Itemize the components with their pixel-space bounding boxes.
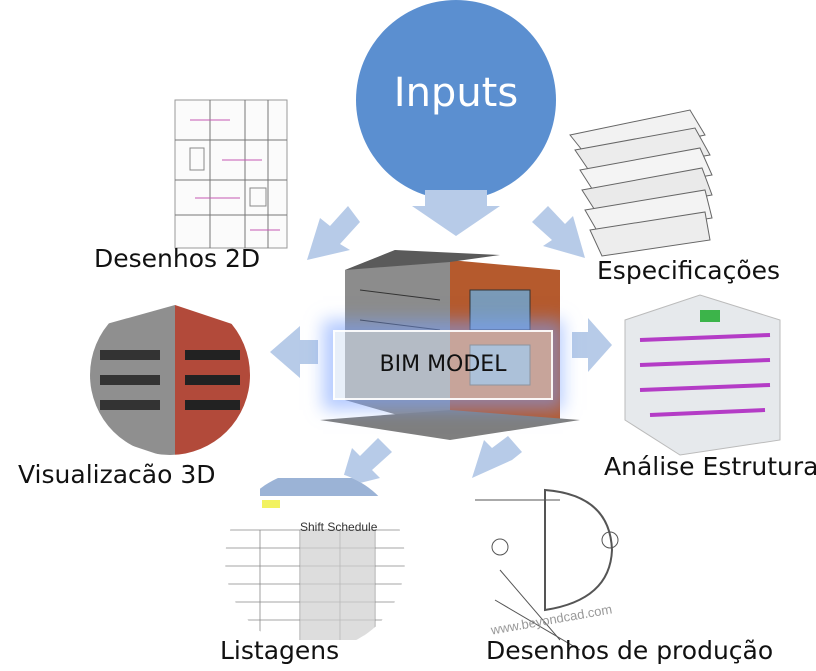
bim-model-label: BIM MODEL (379, 352, 507, 377)
arrow-to-desenhos-2d (307, 206, 360, 260)
arrow-to-analise (572, 318, 612, 372)
schedule-title: Shift Schedule (300, 520, 378, 534)
production-drawing (475, 488, 619, 651)
arrow-to-desenhos-producao (472, 436, 522, 478)
label-listagens: Listagens (220, 636, 340, 665)
arrow-to-especificacoes (532, 206, 585, 258)
label-analise-estrutural: Análise Estrutural (604, 452, 816, 481)
inputs-label: Inputs (393, 70, 519, 116)
label-especificacoes: Especificações (597, 256, 781, 285)
arrow-to-visualizacao (270, 326, 318, 378)
label-visualizacao-3d: Visualizacão 3D (18, 460, 216, 489)
schedule-image (225, 470, 405, 650)
paper-stack (569, 109, 713, 257)
floor-plan-drawing (174, 99, 288, 249)
arrow-to-listagens (340, 438, 392, 488)
arrows (270, 190, 612, 488)
label-desenhos-2d: Desenhos 2D (94, 244, 261, 273)
bim-model-box: BIM MODEL (333, 330, 553, 400)
structural-analysis-image (624, 294, 781, 456)
arrow-inputs-down (412, 190, 500, 236)
building-3d-image (90, 295, 250, 455)
label-desenhos-producao: Desenhos de produção (486, 636, 774, 665)
inputs-circle (356, 0, 556, 200)
